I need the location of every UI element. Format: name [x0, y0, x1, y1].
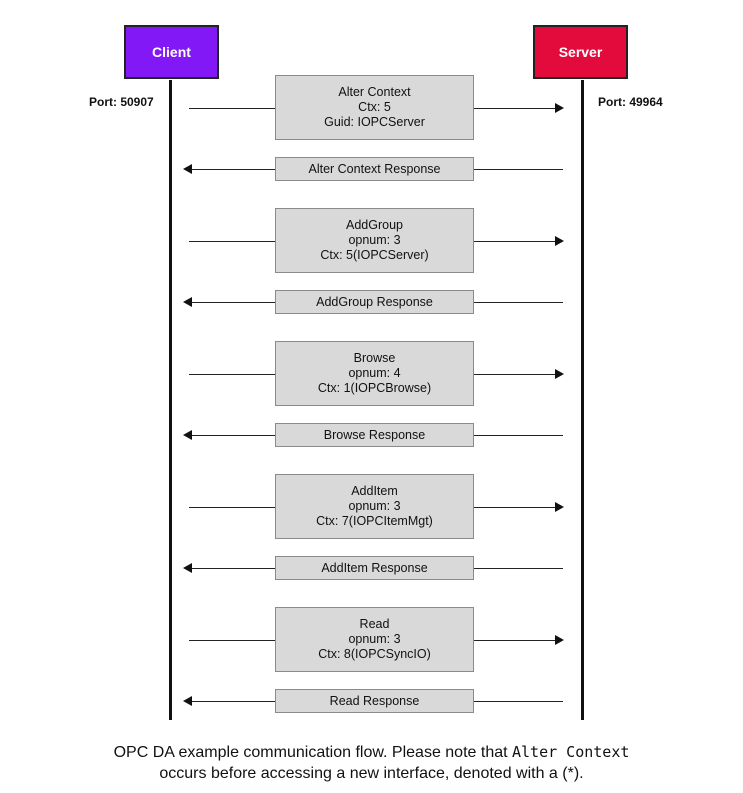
- message-text-line: Browse Response: [323, 427, 426, 442]
- arrowhead-right-icon: [555, 236, 564, 246]
- message-text-line: AddGroup Response: [316, 294, 433, 309]
- message-text-line: AddItem: [351, 484, 398, 498]
- message-arrow-line: [474, 169, 563, 170]
- message-arrow-line: [474, 108, 555, 109]
- response-message-box: Browse Response: [275, 423, 474, 447]
- message-arrow-line: [474, 374, 555, 375]
- message-arrow-line: [189, 507, 275, 508]
- server-label: Server: [558, 44, 603, 60]
- server-actor-box: Server: [533, 25, 628, 79]
- message-arrow-line: [474, 241, 555, 242]
- caption-text-start: OPC DA example communication flow. Pleas…: [113, 744, 512, 761]
- message-text-line: Ctx: 7(IOPCItemMgt): [316, 514, 433, 528]
- arrowhead-left-icon: [183, 164, 192, 174]
- arrowhead-left-icon: [183, 297, 192, 307]
- client-lifeline: [169, 80, 172, 720]
- message-arrow-line: [474, 302, 563, 303]
- message-text-line: Read Response: [329, 693, 420, 708]
- client-label: Client: [152, 44, 191, 60]
- message-arrow-line: [474, 435, 563, 436]
- message-arrow-line: [192, 169, 275, 170]
- message-text-line: Browse: [353, 351, 396, 365]
- response-message-box: Alter Context Response: [275, 157, 474, 181]
- server-port-label: Port: 49964: [598, 95, 663, 109]
- message-text-line: Alter Context: [338, 85, 411, 99]
- client-actor-box: Client: [124, 25, 219, 79]
- message-text-line: Guid: IOPCServer: [324, 115, 425, 129]
- message-arrow-line: [192, 568, 275, 569]
- message-text-line: Ctx: 8(IOPCSyncIO): [318, 647, 431, 661]
- message-arrow-line: [474, 568, 563, 569]
- message-text-line: opnum: 4: [348, 366, 401, 380]
- message-arrow-line: [192, 435, 275, 436]
- message-arrow-line: [189, 374, 275, 375]
- arrowhead-right-icon: [555, 635, 564, 645]
- message-text-line: Ctx: 5(IOPCServer): [320, 248, 429, 262]
- sequence-diagram: Client Server Port: 50907 Port: 49964 Al…: [89, 25, 663, 720]
- message-text-line: Ctx: 1(IOPCBrowse): [317, 381, 432, 395]
- message-arrow-line: [474, 507, 555, 508]
- server-lifeline: [581, 80, 584, 720]
- arrowhead-left-icon: [183, 563, 192, 573]
- message-arrow-line: [192, 701, 275, 702]
- client-port-label: Port: 50907: [89, 95, 154, 109]
- message-arrow-line: [474, 640, 555, 641]
- message-arrow-line: [189, 640, 275, 641]
- caption-text-end: occurs before accessing a new interface,…: [159, 765, 584, 782]
- message-text-line: opnum: 3: [348, 233, 401, 247]
- arrowhead-left-icon: [183, 430, 192, 440]
- message-text-line: AddItem Response: [321, 560, 428, 575]
- message-arrow-line: [474, 701, 563, 702]
- message-arrow-line: [189, 108, 275, 109]
- arrowhead-left-icon: [183, 696, 192, 706]
- arrowhead-right-icon: [555, 502, 564, 512]
- arrowhead-right-icon: [555, 103, 564, 113]
- message-text-line: Alter Context Response: [308, 161, 441, 176]
- message-text-line: opnum: 3: [348, 632, 401, 646]
- response-message-box: AddGroup Response: [275, 290, 474, 314]
- response-message-box: AddItem Response: [275, 556, 474, 580]
- message-text-line: Ctx: 5: [358, 100, 391, 114]
- message-text-line: Read: [359, 617, 390, 631]
- message-arrow-line: [189, 241, 275, 242]
- message-text-line: AddGroup: [346, 218, 403, 232]
- response-message-box: Read Response: [275, 689, 474, 713]
- message-arrow-line: [192, 302, 275, 303]
- arrowhead-right-icon: [555, 369, 564, 379]
- caption-code-alter-context: Alter Context: [512, 743, 630, 761]
- figure-caption: OPC DA example communication flow. Pleas…: [0, 742, 743, 784]
- message-text-line: opnum: 3: [348, 499, 401, 513]
